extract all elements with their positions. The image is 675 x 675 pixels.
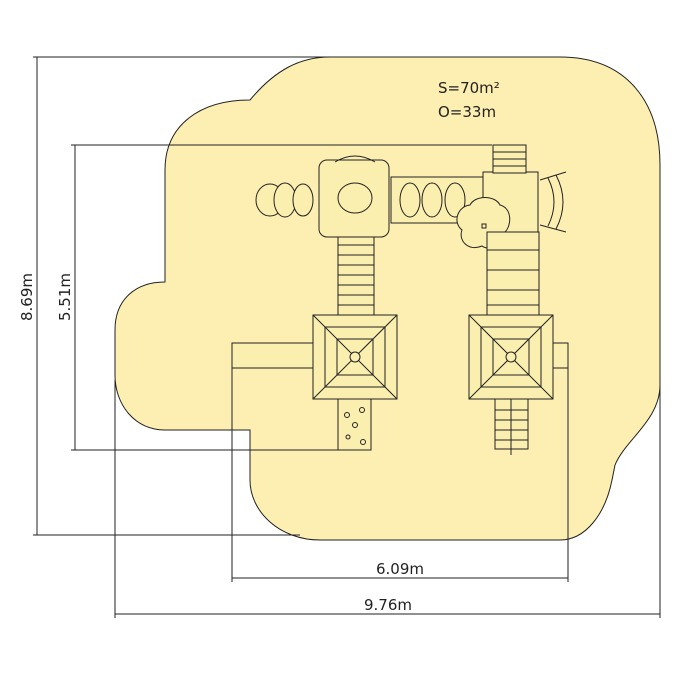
climbing-net-right xyxy=(539,171,567,233)
perimeter-label: O=33m xyxy=(438,103,496,121)
dimension-total-height: 8.69m xyxy=(18,57,38,535)
svg-text:5.51m: 5.51m xyxy=(56,273,74,321)
roof-right xyxy=(468,314,554,400)
svg-text:6.09m: 6.09m xyxy=(376,560,424,578)
climbing-wall xyxy=(337,398,372,451)
side-step xyxy=(552,342,569,369)
slide xyxy=(231,342,314,369)
safety-zone xyxy=(114,56,661,541)
tunnel-slide xyxy=(255,182,314,218)
ramp-right xyxy=(486,231,540,316)
dimension-total-width: 9.76m xyxy=(115,596,660,615)
area-label: S=70m² xyxy=(438,79,500,97)
play-structure xyxy=(231,144,569,455)
steps-left xyxy=(337,236,375,316)
roof-left xyxy=(312,314,398,400)
dimension-equipment-height: 5.51m xyxy=(56,145,76,450)
svg-text:9.76m: 9.76m xyxy=(364,596,412,614)
dimension-equipment-width: 6.09m xyxy=(232,560,568,579)
extension-lines xyxy=(33,56,661,618)
svg-text:8.69m: 8.69m xyxy=(18,273,36,321)
